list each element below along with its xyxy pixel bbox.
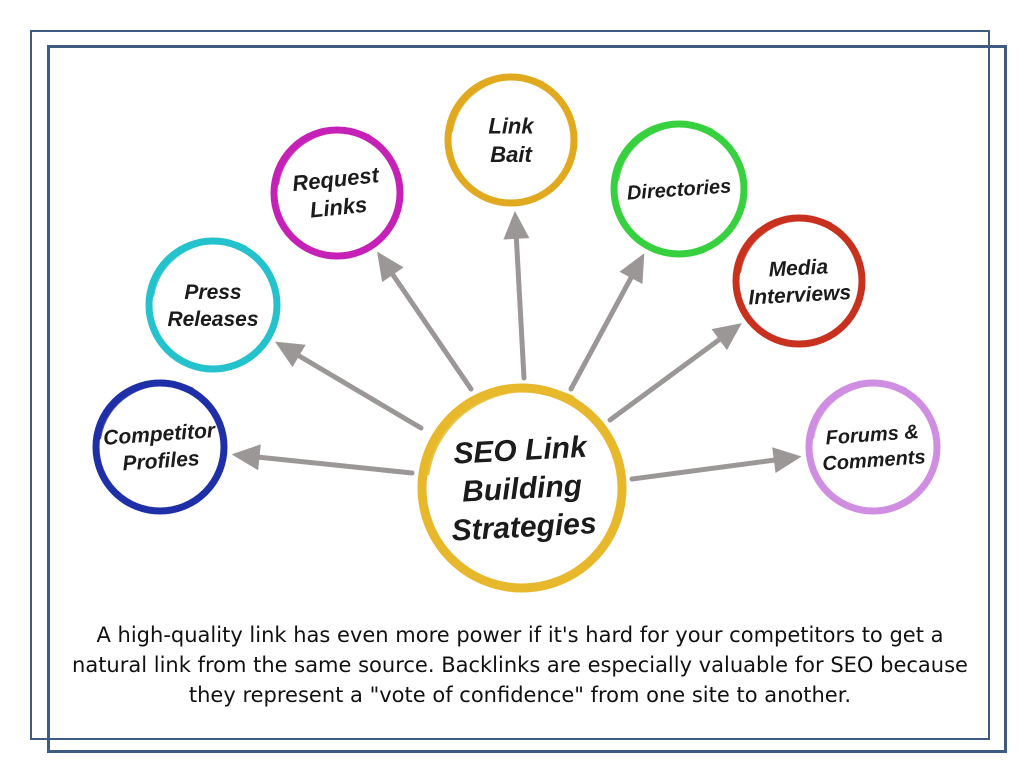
press-releases-label-line: Releases: [167, 308, 258, 331]
competitor-profiles-label-line: Profiles: [122, 447, 200, 475]
arrow-forums-comments: [629, 447, 802, 482]
center-label: SEO LinkBuildingStrategies: [447, 430, 598, 547]
media-interviews-label: MediaInterviews: [746, 254, 851, 309]
media-interviews-label-line: Interviews: [748, 281, 852, 309]
node-media-interviews: MediaInterviews: [732, 214, 866, 348]
request-links-label-line: Links: [309, 192, 369, 223]
press-releases-label-line: Press: [184, 281, 241, 304]
arrow-directories: [568, 253, 645, 392]
node-forums-comments: Forums &Comments: [805, 379, 941, 515]
arrow-request-links: [377, 251, 474, 392]
outer-frame: [30, 30, 990, 740]
arrow-competitor-profiles: [231, 444, 415, 476]
link-bait-label-line: Link: [488, 114, 535, 139]
media-interviews-label-line: Media: [768, 255, 829, 281]
arrow-press-releases: [274, 341, 424, 431]
caption-text: A high-quality link has even more power …: [72, 623, 968, 707]
node-request-links: RequestLinks: [270, 126, 404, 260]
competitor-profiles-label: CompetitorProfiles: [102, 419, 219, 477]
center-label-line: SEO Link: [453, 431, 589, 471]
node-directories: Directories: [610, 120, 748, 258]
link-bait-label-line: Bait: [490, 142, 533, 167]
arrow-link-bait: [503, 210, 530, 381]
arrow-media-interviews: [607, 323, 742, 423]
arrows-group: [231, 210, 802, 482]
inner-frame: [47, 45, 1007, 753]
node-competitor-profiles: CompetitorProfiles: [92, 379, 228, 515]
center-label-line: Strategies: [451, 507, 598, 548]
center-label-line: Building: [461, 469, 583, 508]
center-node: SEO LinkBuildingStrategies: [417, 383, 627, 593]
